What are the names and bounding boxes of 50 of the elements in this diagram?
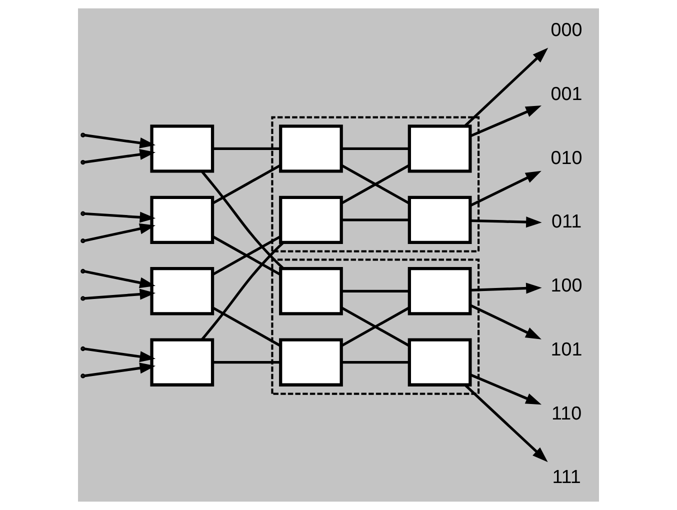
cluster [271,258,480,395]
connector [200,170,284,270]
connector [341,218,410,222]
arrow [84,347,156,362]
node-text: 101 [550,338,582,360]
cluster [271,116,480,252]
connector [340,306,410,347]
node-box [279,338,343,386]
node-box [150,338,214,386]
node-box [408,267,472,316]
node-box [279,196,343,244]
node-text: 110 [552,402,582,424]
node-box [150,124,214,173]
connector [341,147,410,150]
arrow [84,223,156,242]
node-text: 001 [550,82,582,104]
node-text: 111 [552,466,581,488]
arrow [464,384,548,462]
node-box [150,196,214,244]
connector [212,361,280,364]
arrow [470,374,542,405]
arrow [84,212,156,223]
arrow [84,362,156,378]
node-box [408,124,472,173]
connector [341,290,410,292]
arrow [470,106,542,138]
arrow [470,304,542,340]
arrow [84,148,156,164]
connector [212,164,281,205]
connector [341,361,410,364]
node-box [408,196,472,244]
arrow [84,270,156,288]
arrow [464,48,548,128]
node-box [150,267,214,316]
node-box [279,124,343,173]
arrow [84,288,156,300]
connector [212,306,281,347]
connector [212,147,280,150]
node-text: 000 [550,18,582,40]
node-text: 010 [550,146,582,168]
connector [212,235,281,276]
arrow [470,216,542,228]
node-text: 011 [552,210,582,232]
node-box [408,338,472,386]
connector [200,242,284,341]
arrow [470,170,542,207]
arrow [84,134,156,148]
node-text: 100 [550,274,582,296]
node-box [279,267,343,316]
arrow [470,282,542,294]
